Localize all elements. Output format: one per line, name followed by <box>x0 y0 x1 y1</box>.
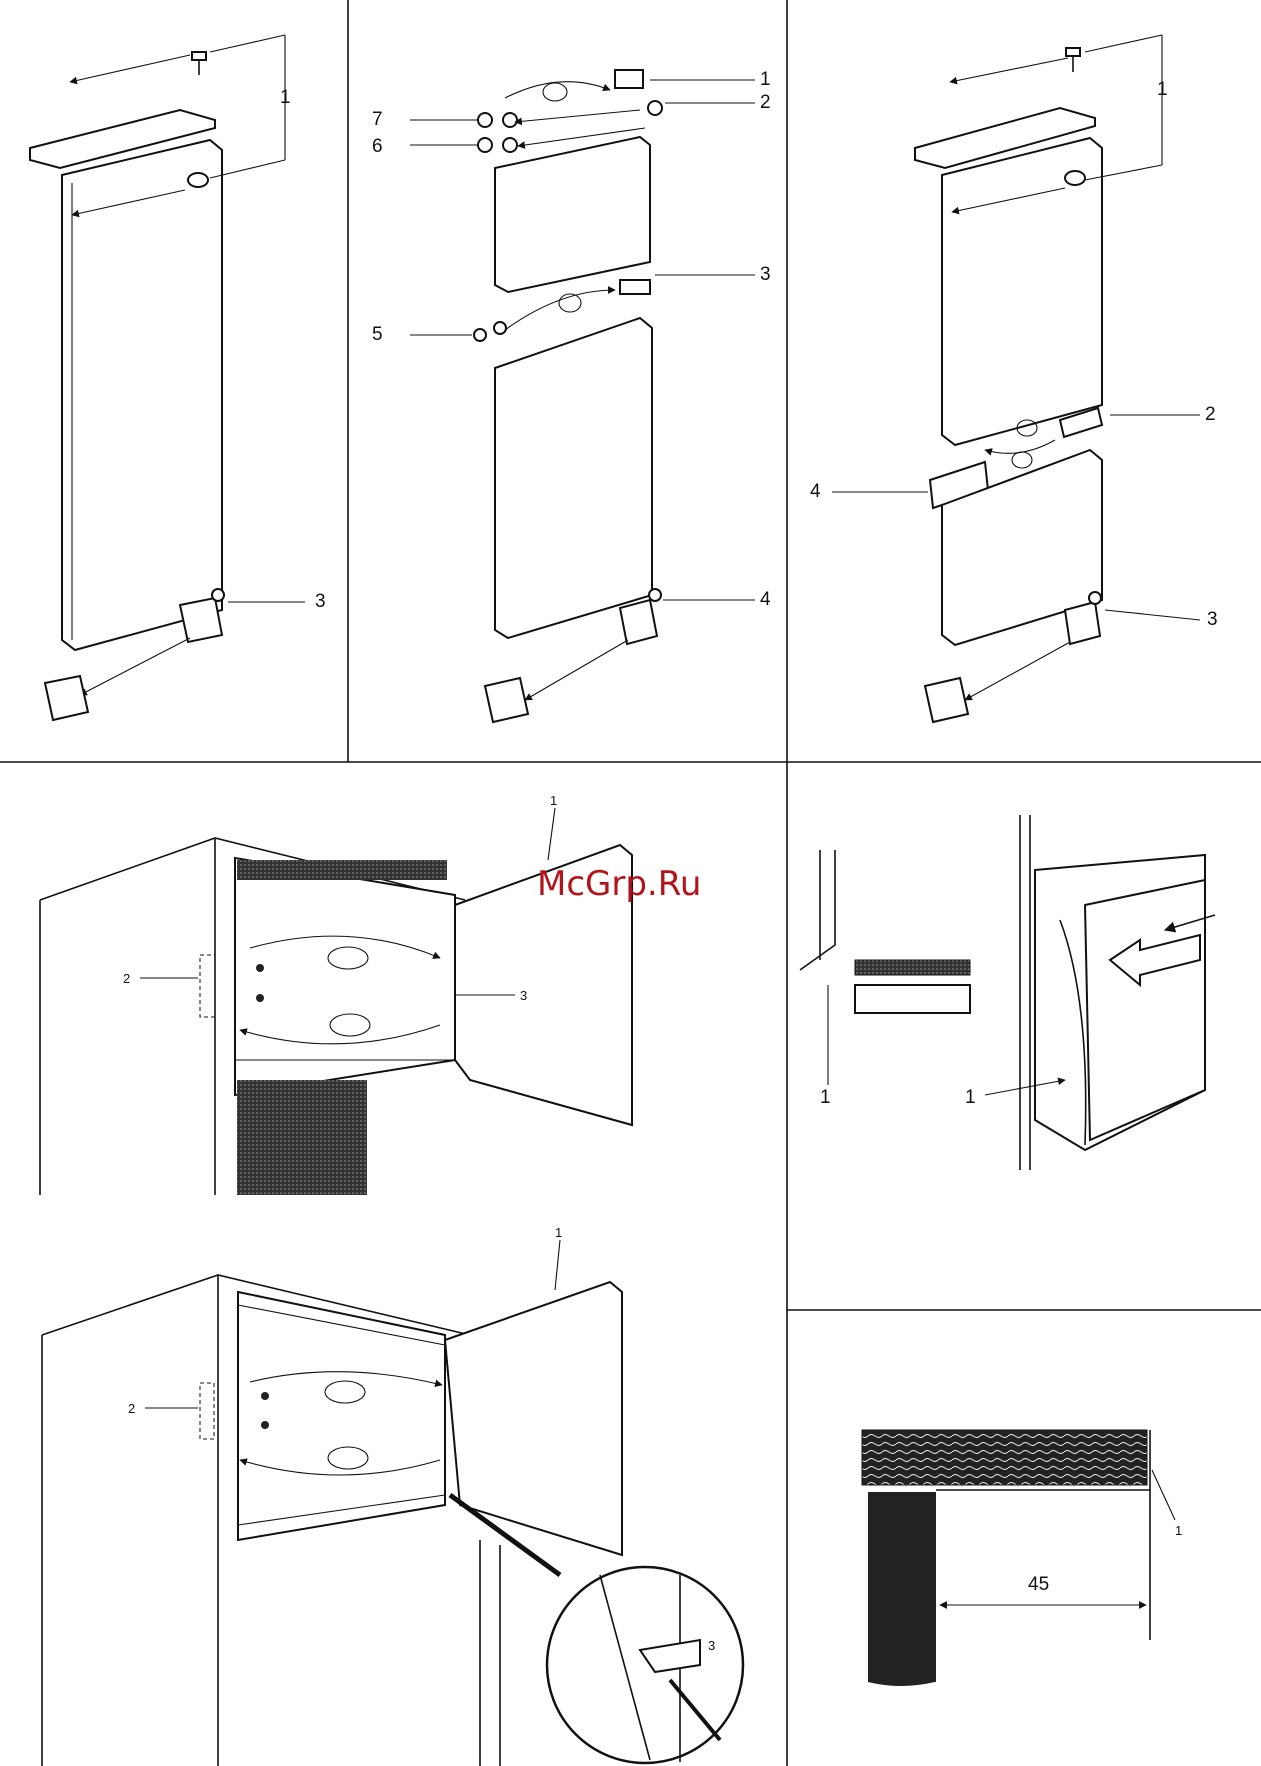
label-2: 2 <box>123 971 130 986</box>
pin-icon <box>212 589 224 601</box>
label-2: 2 <box>128 1401 135 1416</box>
screw-icon <box>192 52 206 75</box>
label-2: 2 <box>1205 404 1216 425</box>
label-1: 1 <box>555 1225 562 1240</box>
label-1: 1 <box>1175 1523 1182 1538</box>
label-4: 4 <box>810 481 821 502</box>
label-1: 1 <box>280 87 291 108</box>
label-3: 3 <box>760 264 771 285</box>
panel-5-open-cabinet-light: 2 1 3 <box>42 1225 743 1766</box>
dimension-45: 45 <box>1028 1574 1049 1595</box>
label-1b: 1 <box>965 1087 976 1108</box>
panel-1-single-door: 1 3 <box>30 35 326 720</box>
label-1: 1 <box>820 1087 831 1108</box>
label-3: 3 <box>520 988 527 1003</box>
hinge-pin-icon <box>188 173 208 187</box>
label-1: 1 <box>1157 79 1168 100</box>
watermark: McGrp.Ru <box>537 864 701 904</box>
panel-2-two-doors: 1 2 7 6 3 5 4 <box>372 69 771 722</box>
label-1: 1 <box>550 793 557 808</box>
panel-4-open-cabinet-dark: 2 3 1 <box>40 793 632 1195</box>
panel-7-dimension: 1 45 <box>862 1430 1182 1686</box>
label-3: 3 <box>708 1638 715 1653</box>
panel-3-door-with-decor: 1 2 4 3 <box>810 35 1218 722</box>
panel-6-side-detail: 1 1 <box>800 815 1215 1170</box>
label-3: 3 <box>315 591 326 612</box>
label-5: 5 <box>372 324 383 345</box>
label-6: 6 <box>372 136 383 157</box>
label-7: 7 <box>372 109 383 130</box>
label-3: 3 <box>1207 609 1218 630</box>
label-1: 1 <box>760 69 771 90</box>
label-2: 2 <box>760 92 771 113</box>
label-4: 4 <box>760 589 771 610</box>
